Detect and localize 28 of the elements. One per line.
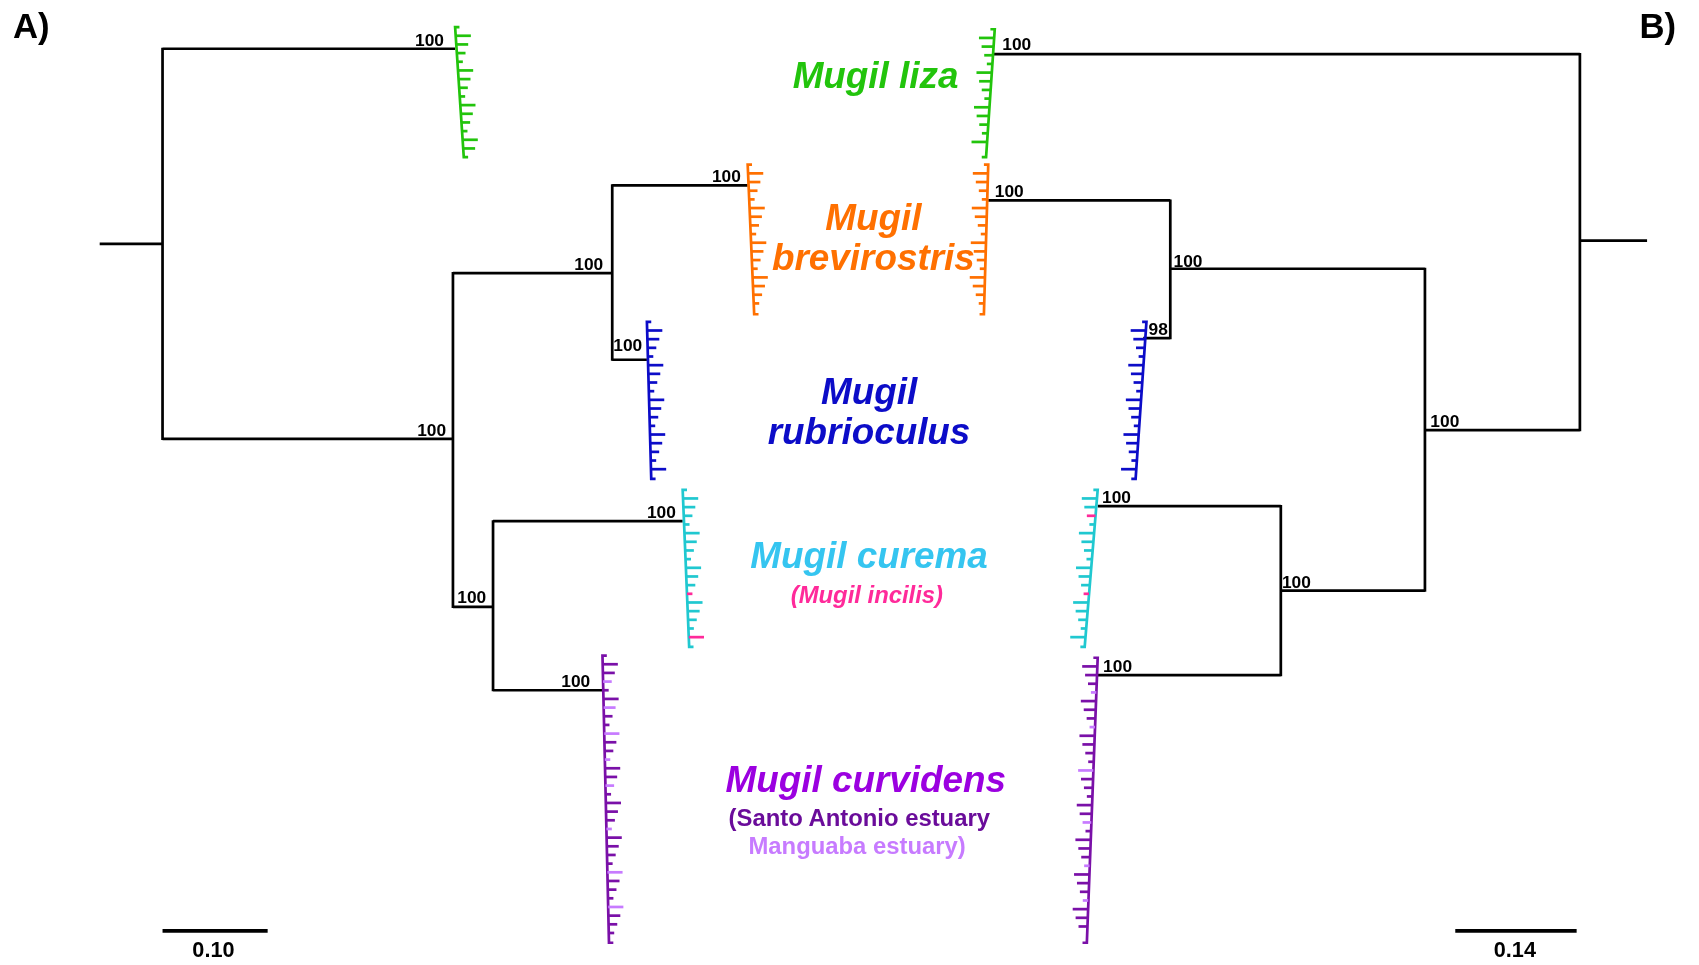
bootstrap-value: 98 [1148,319,1168,339]
bootstrap-value: 100 [417,420,447,440]
panel-label: A) [13,8,50,47]
bootstrap-value: 100 [1281,572,1311,592]
bootstrap-value: 100 [613,336,643,356]
species-note: (Mugil incilis) [790,582,944,610]
bootstrap-value: 100 [457,587,487,607]
bootstrap-value: 100 [574,254,604,274]
bootstrap-value: 100 [561,672,591,692]
species-label: Mugil rubrioculus [766,371,972,453]
bootstrap-value: 100 [1102,487,1131,507]
bootstrap-value: 100 [994,182,1024,202]
species-label: Mugil brevirostris [771,197,976,279]
panel-label: B) [1639,8,1677,47]
bootstrap-value: 100 [1173,251,1203,271]
species-label: Mugil curema [750,535,988,577]
scale-value: 0.14 [1493,937,1536,962]
bootstrap-value: 100 [1002,34,1032,54]
locality-note: Manguaba estuary) [748,833,966,860]
bootstrap-value: 100 [1103,656,1133,676]
locality-note: (Santo Antonio estuary [728,805,990,832]
scale-value: 0.10 [192,937,235,962]
bootstrap-value: 100 [646,503,676,523]
bootstrap-value: 100 [415,30,444,50]
bootstrap-value: 100 [711,167,741,187]
species-label: Mugil liza [792,55,959,97]
species-label: Mugil curvidens [725,759,1007,801]
bootstrap-value: 100 [1430,412,1460,432]
